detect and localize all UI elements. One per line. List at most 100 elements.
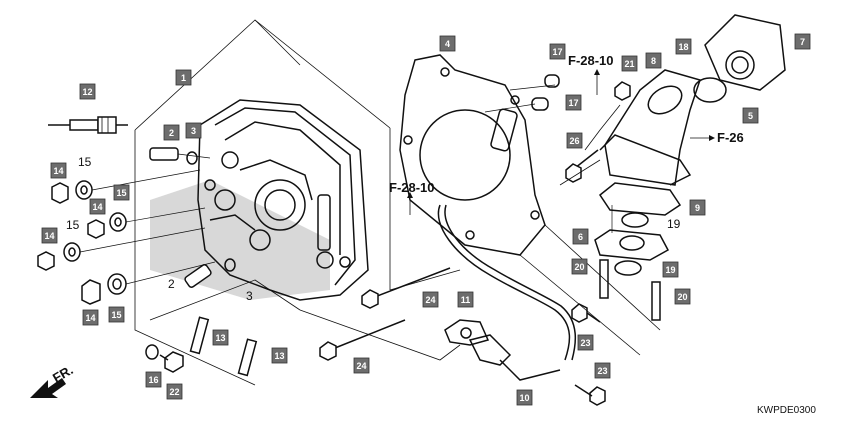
insulator[interactable] — [599, 69, 701, 186]
bolts-23[interactable] — [571, 303, 606, 406]
callout-14-c: 14 — [41, 227, 58, 244]
o-ring-18[interactable] — [693, 77, 727, 103]
svg-text:14: 14 — [85, 313, 95, 323]
plate-11[interactable] — [444, 319, 490, 346]
svg-text:26: 26 — [569, 136, 579, 146]
callout-17-a: 17 — [549, 43, 566, 60]
callout-19: 19 — [662, 261, 679, 278]
o-ring-19-upper[interactable] — [621, 212, 649, 228]
callout-11: 11 — [457, 291, 474, 308]
plain-label-2: 2 — [168, 277, 175, 291]
callout-14-a: 14 — [50, 162, 67, 179]
svg-text:21: 21 — [624, 59, 634, 69]
callout-20-b: 20 — [674, 288, 691, 305]
stud-bolts-20[interactable] — [599, 259, 661, 321]
o-ring-19-lower[interactable] — [614, 260, 642, 276]
callout-8: 8 — [645, 52, 662, 69]
leader-lines-left — [79, 169, 216, 285]
svg-text:2: 2 — [169, 128, 174, 138]
callout-3: 3 — [185, 122, 202, 139]
dowel-pin[interactable] — [149, 147, 211, 161]
callout-14-d: 14 — [82, 309, 99, 326]
cap-nut-group[interactable] — [37, 180, 127, 305]
joint-6[interactable] — [594, 229, 670, 261]
long-bolt-lower[interactable] — [319, 319, 406, 361]
svg-text:7: 7 — [800, 37, 805, 47]
callouts: 1 2 3 4 5 6 7 8 9 10 11 12 13 13 14 14 1… — [41, 33, 811, 406]
callout-10: 10 — [516, 389, 533, 406]
cylinder-head-frame — [134, 19, 391, 386]
air-suction-tube[interactable] — [437, 204, 577, 381]
bolt-26[interactable] — [565, 149, 599, 183]
plain-label-15-b: 15 — [66, 218, 80, 232]
callout-5: 5 — [742, 107, 759, 124]
callout-23-b: 23 — [594, 362, 611, 379]
collar-pins[interactable] — [531, 74, 560, 111]
dowel-pin-lower[interactable] — [184, 258, 236, 288]
callout-22: 22 — [166, 383, 183, 400]
stud-bolts-lower[interactable] — [189, 316, 258, 377]
o-ring[interactable] — [186, 151, 198, 165]
svg-text:12: 12 — [82, 87, 92, 97]
bolt-21[interactable] — [614, 81, 631, 101]
callout-6: 6 — [572, 228, 589, 245]
svg-text:24: 24 — [425, 295, 435, 305]
svg-text:20: 20 — [574, 262, 584, 272]
callout-13-b: 13 — [271, 347, 288, 364]
callout-17-b: 17 — [565, 94, 582, 111]
callout-16: 16 — [145, 371, 162, 388]
svg-text:15: 15 — [111, 310, 121, 320]
svg-text:6: 6 — [578, 232, 583, 242]
svg-text:17: 17 — [552, 47, 562, 57]
svg-text:18: 18 — [678, 42, 688, 52]
svg-text:14: 14 — [53, 166, 63, 176]
svg-text:23: 23 — [580, 338, 590, 348]
svg-text:16: 16 — [148, 375, 158, 385]
svg-text:8: 8 — [651, 56, 656, 66]
svg-text:13: 13 — [215, 333, 225, 343]
svg-text:10: 10 — [519, 393, 529, 403]
callout-12: 12 — [79, 83, 96, 100]
lower-frame-lines — [149, 269, 461, 361]
callout-15-a: 15 — [113, 184, 130, 201]
svg-text:13: 13 — [274, 351, 284, 361]
ref-label-right: F-26 — [717, 130, 744, 145]
ref-label-top-center: F-28-10 — [568, 53, 614, 68]
leader-lines-right — [484, 84, 661, 356]
callout-23-a: 23 — [577, 334, 594, 351]
svg-text:15: 15 — [116, 188, 126, 198]
ref-label-left: F-28-10 — [389, 180, 435, 195]
callout-21: 21 — [621, 55, 638, 72]
svg-text:19: 19 — [665, 265, 675, 275]
callout-2: 2 — [163, 124, 180, 141]
callout-14-b: 14 — [89, 198, 106, 215]
callout-20-a: 20 — [571, 258, 588, 275]
front-arrow-label: FR. — [50, 362, 76, 385]
callout-1: 1 — [175, 69, 192, 86]
callout-9: 9 — [689, 199, 706, 216]
svg-text:9: 9 — [695, 203, 700, 213]
svg-text:5: 5 — [748, 111, 753, 121]
svg-text:4: 4 — [445, 39, 450, 49]
gasket-9[interactable] — [598, 182, 682, 216]
plain-label-3: 3 — [246, 289, 253, 303]
svg-text:3: 3 — [191, 126, 196, 136]
svg-text:1: 1 — [181, 73, 186, 83]
svg-text:17: 17 — [568, 98, 578, 108]
spark-plug[interactable] — [48, 116, 128, 134]
head-gasket[interactable] — [399, 54, 546, 256]
svg-text:24: 24 — [356, 361, 366, 371]
svg-text:11: 11 — [461, 295, 471, 305]
callout-4: 4 — [439, 35, 456, 52]
svg-text:14: 14 — [92, 202, 102, 212]
front-arrow — [30, 378, 66, 398]
callout-24-a: 24 — [422, 291, 439, 308]
svg-text:14: 14 — [44, 231, 54, 241]
washer-bolt-lower[interactable] — [145, 344, 184, 373]
plain-label-15-a: 15 — [78, 155, 92, 169]
long-bolt-upper[interactable] — [361, 267, 451, 309]
svg-text:23: 23 — [597, 366, 607, 376]
callout-18: 18 — [675, 38, 692, 55]
diagram-code: KWPDE0300 — [757, 405, 816, 416]
plain-label-19: 19 — [667, 217, 681, 231]
